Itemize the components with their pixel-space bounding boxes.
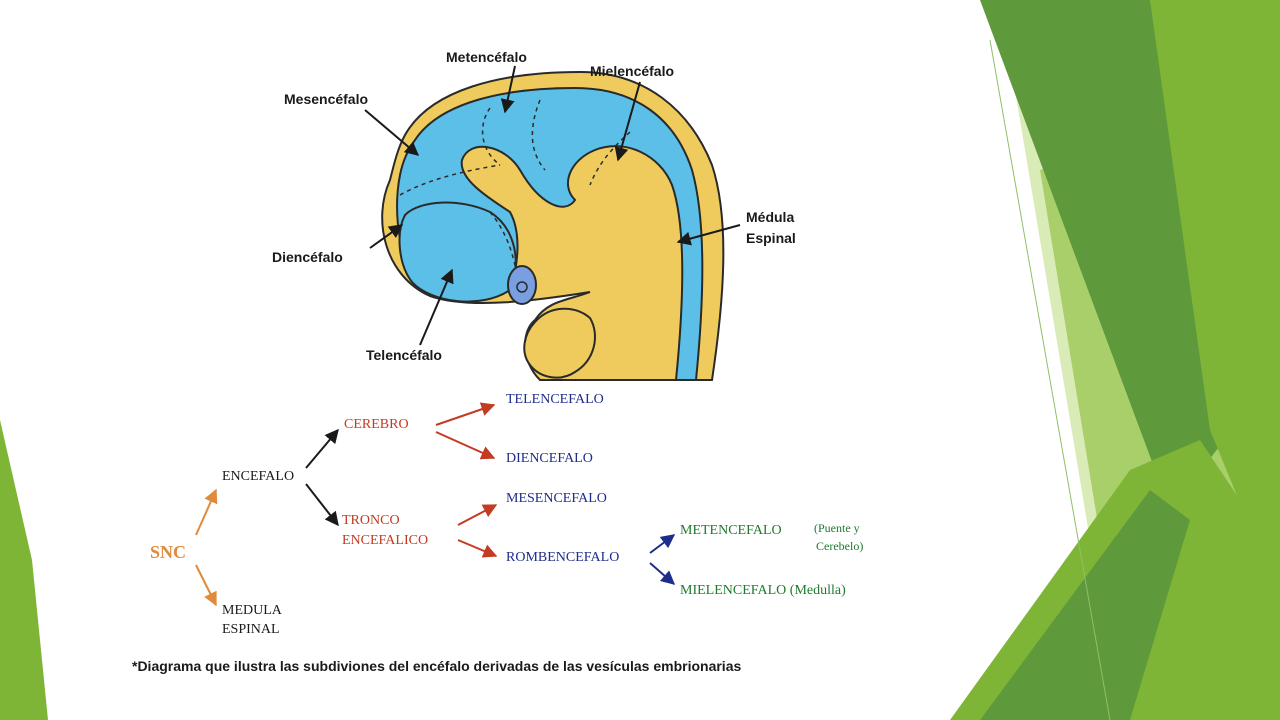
node-metencefalo-note-2: Cerebelo)	[816, 539, 863, 553]
decor-green-mid	[1150, 0, 1280, 600]
label-diencefalo: Diencéfalo	[272, 249, 343, 265]
decor-green-bottom-dark	[980, 490, 1190, 720]
node-diencefalo: DIENCEFALO	[506, 451, 593, 466]
node-metencefalo: METENCEFALO	[680, 523, 782, 538]
label-mielencefalo: Mielencéfalo	[590, 63, 674, 79]
node-tronco-1: TRONCO	[342, 513, 400, 528]
node-encefalo: ENCEFALO	[222, 469, 294, 484]
embryo-telencephalon	[398, 201, 517, 303]
node-telencefalo: TELENCEFALO	[506, 392, 604, 407]
decor-left-shape	[0, 420, 48, 720]
node-mesencefalo: MESENCEFALO	[506, 491, 607, 506]
label-metencefalo: Metencéfalo	[446, 49, 527, 65]
node-snc: SNC	[150, 542, 186, 562]
embryo-face	[523, 307, 596, 379]
node-medula-1: MEDULA	[222, 603, 283, 618]
embryo-brain-figure: Metencéfalo Mielencéfalo Mesencéfalo Méd…	[272, 49, 796, 381]
node-rombencefalo: ROMBENCEFALO	[506, 550, 619, 565]
label-medula-2: Espinal	[746, 230, 796, 246]
node-cerebro: CEREBRO	[344, 417, 409, 432]
decor-right-shapes	[950, 0, 1280, 720]
figure-caption: *Diagrama que ilustra las subdiviones de…	[132, 658, 741, 674]
label-telencefalo: Telencéfalo	[366, 347, 442, 363]
node-medula-2: ESPINAL	[222, 622, 280, 637]
classification-tree: SNC ENCEFALO MEDULA ESPINAL CEREBRO TRON…	[150, 392, 863, 637]
label-mesencefalo: Mesencéfalo	[284, 91, 368, 107]
node-metencefalo-note-1: (Puente y	[814, 521, 860, 535]
label-medula-1: Médula	[746, 209, 794, 225]
embryo-eye	[507, 265, 537, 305]
node-mielencefalo: MIELENCEFALO (Medulla)	[680, 583, 846, 598]
node-tronco-2: ENCEFALICO	[342, 533, 428, 548]
